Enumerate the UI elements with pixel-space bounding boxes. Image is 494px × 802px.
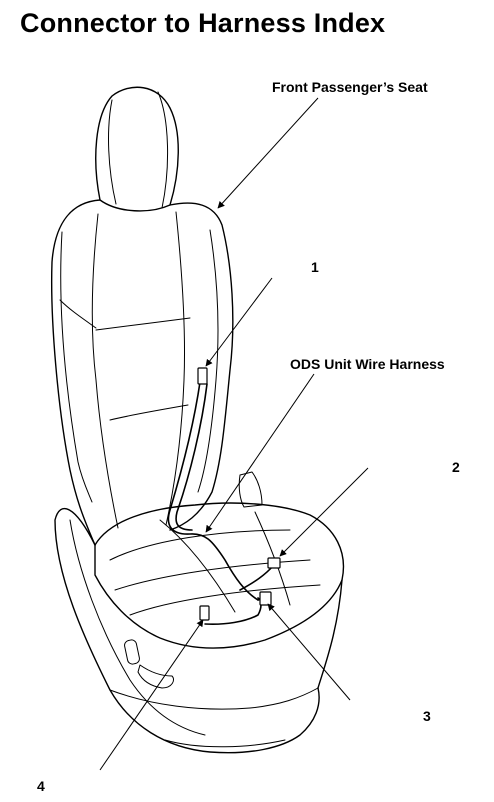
leader-4: [99, 619, 204, 771]
leader-lines: [99, 97, 369, 771]
callout-number-3: 3: [423, 708, 431, 724]
connector-4: [199, 605, 210, 621]
seat-base: [54, 507, 343, 754]
leader-harness: [205, 373, 315, 533]
leader-2: [279, 467, 369, 557]
headrest: [95, 86, 179, 212]
label-front-passenger-seat: Front Passenger’s Seat: [272, 79, 428, 95]
seat-back: [51, 199, 234, 546]
leader-3: [267, 603, 351, 701]
connectors: [197, 367, 281, 621]
ods-wire-harness: [167, 374, 275, 625]
label-ods-unit-wire-harness: ODS Unit Wire Harness: [290, 356, 445, 372]
seat-cushion: [94, 471, 345, 649]
callout-number-4: 4: [37, 778, 45, 794]
leader-1: [205, 277, 273, 367]
page-title: Connector to Harness Index: [20, 8, 386, 38]
connector-3: [259, 591, 272, 606]
connector-2: [267, 557, 281, 569]
callout-number-2: 2: [452, 459, 460, 475]
callout-number-1: 1: [311, 259, 319, 275]
connector-1: [197, 367, 208, 385]
leader-seat: [217, 97, 319, 209]
